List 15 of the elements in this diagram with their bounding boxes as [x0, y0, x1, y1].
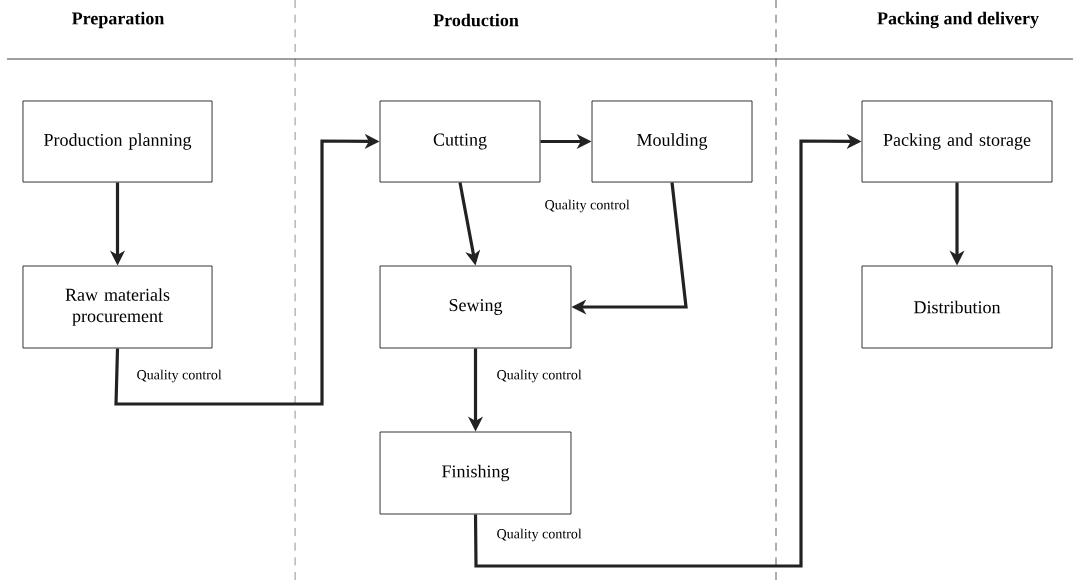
column-heading: Preparation — [72, 11, 165, 29]
process-box: Raw materials procurement — [22, 265, 213, 349]
process-box: Sewing — [379, 265, 572, 349]
edge-label: Quality control — [495, 527, 584, 543]
process-box: Production planning — [22, 100, 213, 183]
column-heading: Packing and delivery — [877, 11, 1039, 29]
column-heading: Production — [433, 13, 519, 27]
edge-label: Quality control — [495, 368, 584, 384]
process-box: Moulding — [591, 100, 753, 183]
process-box: Distribution — [861, 265, 1053, 349]
process-box: Cutting — [379, 100, 541, 183]
edge-label: Quality control — [543, 198, 632, 214]
process-box: Finishing — [379, 431, 572, 515]
edge-label: Quality control — [135, 368, 224, 384]
process-box: Packing and storage — [861, 100, 1053, 183]
